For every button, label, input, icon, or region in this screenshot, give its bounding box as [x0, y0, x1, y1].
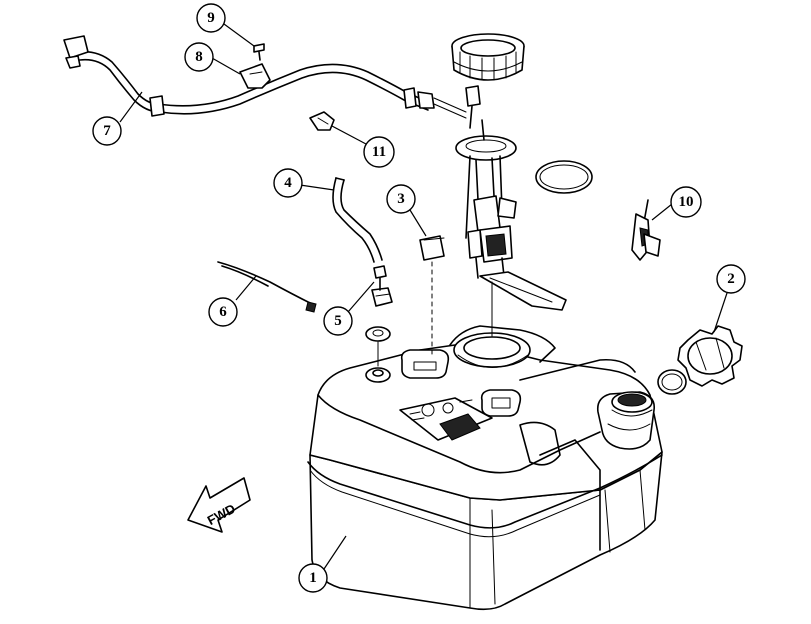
cable-tie — [217, 261, 317, 313]
lock-ring — [451, 33, 525, 81]
fuel-pump-module — [455, 85, 567, 311]
vent-fitting — [371, 265, 393, 307]
callout-1-label: 1 — [309, 570, 317, 586]
callout-1: 1 — [298, 563, 328, 593]
callout-7: 7 — [92, 116, 122, 146]
callout-3-label: 3 — [397, 191, 405, 207]
callout-9-label: 9 — [207, 10, 215, 26]
callout-2: 2 — [716, 264, 746, 294]
vent-hose — [332, 177, 383, 263]
wiring-connector — [631, 199, 661, 261]
callout-4: 4 — [273, 168, 303, 198]
callout-10: 10 — [670, 186, 702, 218]
leader-lines — [119, 23, 729, 573]
hose-clip — [239, 63, 271, 89]
callout-5-label: 5 — [334, 313, 342, 329]
callout-3: 3 — [386, 184, 416, 214]
callout-11: 11 — [363, 136, 395, 168]
callout-2-label: 2 — [727, 271, 735, 287]
callout-8-label: 8 — [195, 49, 203, 65]
callout-10-label: 10 — [679, 194, 694, 210]
callout-5: 5 — [323, 306, 353, 336]
callout-7-label: 7 — [103, 123, 111, 139]
hose-clamp — [309, 111, 335, 131]
callout-8: 8 — [184, 42, 214, 72]
callout-4-label: 4 — [284, 175, 292, 191]
grommet — [365, 326, 391, 342]
callout-9: 9 — [196, 3, 226, 33]
sender-o-ring — [535, 160, 593, 194]
forward-direction-arrow: FWD — [187, 477, 251, 533]
filler-o-ring — [657, 369, 687, 395]
fuel-hose — [63, 35, 467, 119]
fuel-cap — [677, 325, 743, 387]
callout-6-label: 6 — [219, 304, 227, 320]
foam-pad — [419, 235, 445, 261]
callout-11-label: 11 — [372, 144, 386, 160]
screw — [253, 43, 265, 61]
callout-6: 6 — [208, 297, 238, 327]
fuel-tank — [307, 325, 663, 611]
